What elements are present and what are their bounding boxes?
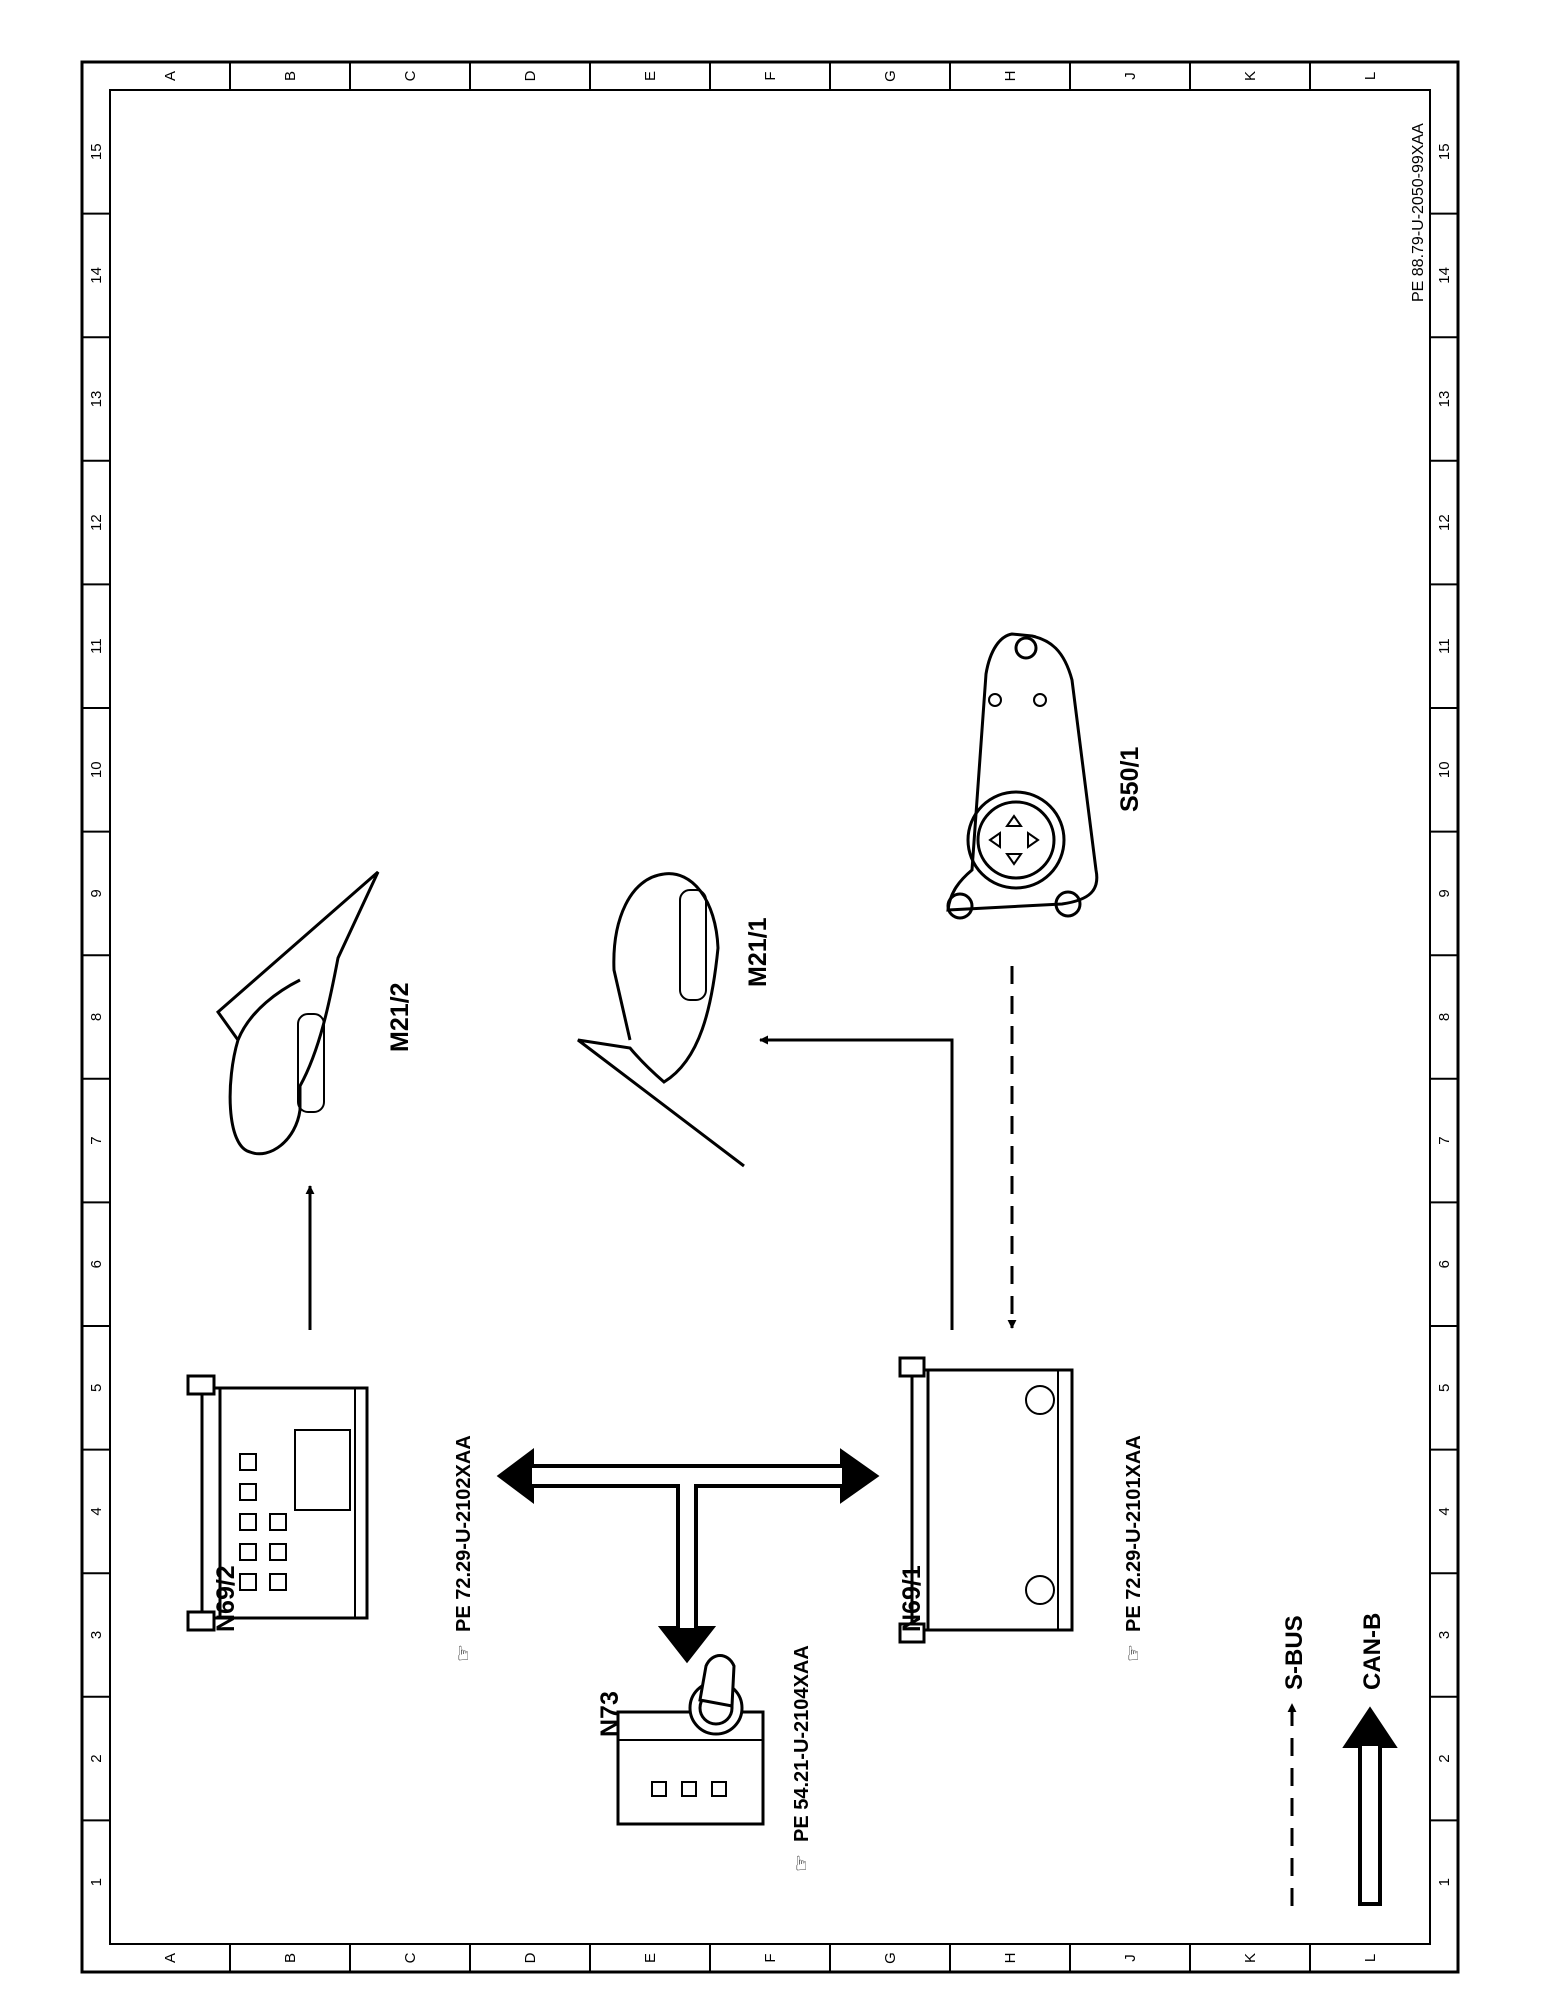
grid-column-label: F xyxy=(762,1953,779,1962)
grid-row-label: 12 xyxy=(1436,514,1453,531)
grid-row-label: 6 xyxy=(1436,1260,1453,1268)
grid-row-label: 3 xyxy=(88,1631,105,1639)
m21-1-outside-mirror xyxy=(577,872,745,1168)
grid-row-label: 8 xyxy=(88,1013,105,1021)
grid-column-label: J xyxy=(1122,72,1139,80)
grid-column-label: H xyxy=(1002,1953,1019,1964)
grid-row-label: 11 xyxy=(88,638,105,654)
grid-row-label: 9 xyxy=(88,889,105,897)
can-b-bus xyxy=(496,1448,880,1664)
n69-1-pointer-icon: ☞ xyxy=(1123,1644,1145,1662)
grid-column-label: D xyxy=(522,1952,539,1963)
grid-column-label: H xyxy=(1002,71,1019,82)
n69-1-to-m21-1-s-bus xyxy=(759,1035,954,1330)
grid-row-label: 6 xyxy=(88,1260,105,1268)
s50-1-mirror-switch xyxy=(946,632,1099,920)
grid-row-label: 7 xyxy=(1436,1136,1453,1144)
grid-column-label: E xyxy=(642,71,659,81)
grid-column-label: L xyxy=(1362,72,1379,80)
grid-row-label: 8 xyxy=(1436,1013,1453,1021)
grid-column-label: G xyxy=(882,70,899,82)
m21-2-label: M21/2 xyxy=(386,983,414,1052)
n69-2-label: N69/2 xyxy=(212,1565,240,1632)
grid-row-label: 13 xyxy=(88,391,105,408)
grid-row-label: 2 xyxy=(88,1754,105,1762)
grid-row-label: 4 xyxy=(88,1507,105,1515)
grid-row-label: 1 xyxy=(88,1878,105,1886)
grid-column-label: L xyxy=(1362,1954,1379,1962)
n69-2-reference: PE 72.29-U-2102XAA xyxy=(453,1435,475,1632)
grid-column-label: J xyxy=(1122,1954,1139,1962)
grid-row-label: 13 xyxy=(1436,391,1453,408)
n73-pointer-icon: ☞ xyxy=(791,1854,813,1872)
m21-1-label: M21/1 xyxy=(744,917,772,987)
grid-row-label: 1 xyxy=(1436,1878,1453,1886)
n69-1-reference: PE 72.29-U-2101XAA xyxy=(1123,1435,1145,1632)
legend-s-bus-text: S-BUS xyxy=(1281,1615,1308,1690)
n69-2-pointer-icon: ☞ xyxy=(453,1644,475,1662)
grid-row-label: 7 xyxy=(88,1136,105,1144)
grid-row-label: 14 xyxy=(1436,267,1453,284)
grid-row-label: 10 xyxy=(88,761,105,778)
grid-row-label: 15 xyxy=(88,143,105,160)
grid-row-label: 14 xyxy=(88,267,105,284)
legend-can-b-text: CAN-B xyxy=(1359,1613,1386,1690)
grid-column-label: K xyxy=(1242,1953,1259,1963)
grid-row-label: 3 xyxy=(1436,1631,1453,1639)
grid-column-label: F xyxy=(762,71,779,80)
grid-row-label: 5 xyxy=(88,1384,105,1392)
grid-column-label: A xyxy=(162,71,179,81)
grid-row-label: 15 xyxy=(1436,143,1453,160)
grid-column-label: C xyxy=(402,1952,419,1963)
grid-column-label: B xyxy=(282,71,299,81)
n69-1-label: N69/1 xyxy=(898,1565,926,1632)
grid-row-label: 12 xyxy=(88,514,105,531)
drawing-id: PE 88.79-U-2050-99XAA xyxy=(1410,123,1427,302)
n73-label: N73 xyxy=(596,1691,624,1737)
m21-2-outside-mirror xyxy=(215,870,380,1156)
grid-row-label: 9 xyxy=(1436,889,1453,897)
grid-row-label: 2 xyxy=(1436,1754,1453,1762)
n73-ignition-switch xyxy=(616,1654,765,1826)
grid-column-label: K xyxy=(1242,71,1259,81)
grid-row-label: 5 xyxy=(1436,1384,1453,1392)
grid-column-label: A xyxy=(162,1953,179,1963)
legend: S-BUS CAN-B xyxy=(1281,1613,1398,1906)
n69-1-control-module xyxy=(898,1356,1074,1644)
grid-row-label: 11 xyxy=(1436,638,1453,654)
n69-2-control-module xyxy=(186,1374,369,1632)
grid-row-label: 4 xyxy=(1436,1507,1453,1515)
grid-column-label: D xyxy=(522,70,539,81)
s50-1-label: S50/1 xyxy=(1116,747,1144,812)
grid-column-label: C xyxy=(402,70,419,81)
grid-column-label: E xyxy=(642,1953,659,1963)
grid-column-label: B xyxy=(282,1953,299,1963)
n73-reference: PE 54.21-U-2104XAA xyxy=(791,1645,813,1842)
grid-row-label: 10 xyxy=(1436,761,1453,778)
grid-column-label: G xyxy=(882,1952,899,1964)
